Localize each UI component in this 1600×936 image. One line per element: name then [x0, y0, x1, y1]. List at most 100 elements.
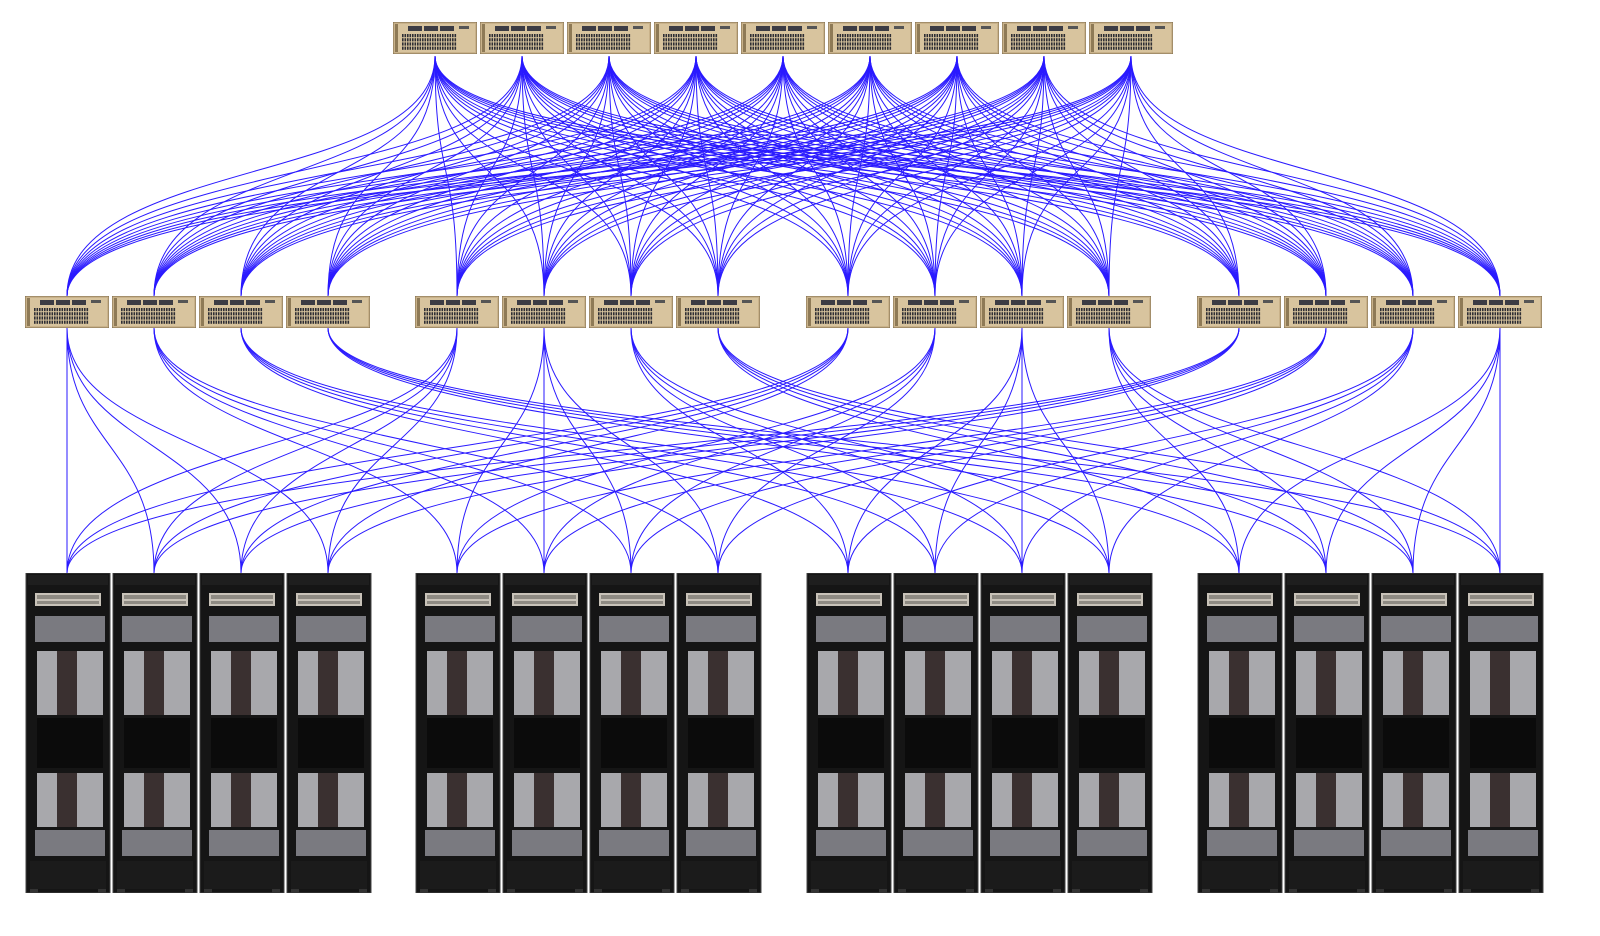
- leaf-switch[interactable]: [502, 296, 586, 328]
- leaf-rack-link: [630, 327, 1327, 574]
- leaf-switch[interactable]: [1067, 296, 1151, 328]
- leaf-rack-link: [630, 327, 936, 574]
- spine-leaf-link: [456, 55, 1132, 297]
- leaf-switch[interactable]: [1284, 296, 1368, 328]
- spine-leaf-link: [1021, 55, 1132, 297]
- leaf-rack-link: [717, 327, 1501, 574]
- spine-switch[interactable]: [915, 22, 999, 54]
- leaf-rack-link: [66, 327, 849, 574]
- leaf-switch[interactable]: [25, 296, 109, 328]
- spine-leaf-link: [1108, 55, 1132, 297]
- leaf-rack-link: [153, 327, 719, 574]
- leaf-rack-link: [66, 327, 155, 574]
- server-rack[interactable]: [286, 573, 372, 893]
- leaf-switch[interactable]: [980, 296, 1064, 328]
- spine-leaf-link: [456, 55, 523, 297]
- leaf-rack-link: [66, 327, 329, 574]
- spine-leaf-link: [782, 55, 849, 297]
- server-rack[interactable]: [112, 573, 198, 893]
- server-rack-row: [25, 573, 1544, 893]
- leaf-switch[interactable]: [806, 296, 890, 328]
- spine-switch[interactable]: [567, 22, 651, 54]
- leaf-switch[interactable]: [415, 296, 499, 328]
- leaf-switch[interactable]: [286, 296, 370, 328]
- spine-leaf-link: [66, 55, 871, 297]
- leaf-switch[interactable]: [893, 296, 977, 328]
- server-rack[interactable]: [1067, 573, 1153, 893]
- server-rack[interactable]: [502, 573, 588, 893]
- server-rack[interactable]: [25, 573, 111, 893]
- spine-leaf-link: [847, 55, 1045, 297]
- spine-leaf-link: [782, 55, 1240, 297]
- leaf-rack-link: [327, 327, 1240, 574]
- server-rack[interactable]: [589, 573, 675, 893]
- leaf-rack-link: [327, 327, 1501, 574]
- leaf-switch[interactable]: [1197, 296, 1281, 328]
- spine-leaf-link: [153, 55, 436, 297]
- leaf-switch[interactable]: [1371, 296, 1455, 328]
- spine-switch[interactable]: [741, 22, 825, 54]
- spine-leaf-link: [66, 55, 1045, 297]
- server-rack[interactable]: [1458, 573, 1544, 893]
- leaf-rack-link: [456, 327, 545, 574]
- server-rack[interactable]: [806, 573, 892, 893]
- spine-leaf-link: [1130, 55, 1501, 297]
- spine-switch[interactable]: [654, 22, 738, 54]
- server-rack[interactable]: [893, 573, 979, 893]
- spine-leaf-link: [956, 55, 1327, 297]
- leaf-rack-link: [1021, 327, 1414, 574]
- leaf-rack-link: [240, 327, 458, 574]
- spine-switch[interactable]: [1002, 22, 1086, 54]
- leaf-rack-link: [327, 327, 458, 574]
- spine-switch[interactable]: [480, 22, 564, 54]
- spine-leaf-link: [695, 55, 849, 297]
- leaf-rack-link: [717, 327, 1327, 574]
- spine-leaf-link: [1130, 55, 1327, 297]
- leaf-switch[interactable]: [199, 296, 283, 328]
- leaf-rack-link: [1238, 327, 1501, 574]
- leaf-rack-link: [153, 327, 632, 574]
- spine-leaf-link: [695, 55, 1240, 297]
- spine-leaf-link: [1043, 55, 1240, 297]
- leaf-rack-link: [240, 327, 936, 574]
- leaf-switch[interactable]: [1458, 296, 1542, 328]
- spine-leaf-link: [66, 55, 436, 297]
- leaf-switch[interactable]: [676, 296, 760, 328]
- spine-leaf-link: [456, 55, 958, 297]
- spine-switch[interactable]: [1089, 22, 1173, 54]
- leaf-rack-link: [66, 327, 1240, 574]
- spine-switch[interactable]: [393, 22, 477, 54]
- server-rack[interactable]: [1197, 573, 1283, 893]
- server-rack[interactable]: [676, 573, 762, 893]
- server-rack[interactable]: [1371, 573, 1457, 893]
- leaf-rack-link: [1108, 327, 1240, 574]
- spine-switch[interactable]: [828, 22, 912, 54]
- spine-leaf-link: [956, 55, 1240, 297]
- leaf-rack-link: [1412, 327, 1501, 574]
- leaf-rack-link: [153, 327, 1240, 574]
- leaf-switch-row: [25, 296, 1542, 328]
- spine-leaf-link: [66, 55, 697, 297]
- server-rack[interactable]: [199, 573, 285, 893]
- spine-leaf-link: [66, 55, 610, 297]
- server-rack[interactable]: [1284, 573, 1370, 893]
- spine-leaf-link: [153, 55, 1132, 297]
- leaf-switch[interactable]: [589, 296, 673, 328]
- spine-leaf-link: [1130, 55, 1414, 297]
- leaf-rack-link: [630, 327, 1110, 574]
- spine-leaf-link: [456, 55, 784, 297]
- leaf-rack-link: [630, 327, 936, 574]
- leaf-rack-link: [66, 327, 242, 574]
- spine-leaf-link: [934, 55, 1132, 297]
- spine-leaf-link: [327, 55, 697, 297]
- spine-switch-row: [393, 22, 1173, 54]
- server-rack[interactable]: [415, 573, 501, 893]
- server-rack[interactable]: [980, 573, 1066, 893]
- leaf-switch[interactable]: [112, 296, 196, 328]
- spine-leaf-links: [66, 55, 1501, 297]
- leaf-rack-link: [543, 327, 719, 574]
- leaf-rack-link: [153, 327, 458, 574]
- spine-leaf-link: [240, 55, 610, 297]
- spine-leaf-link: [456, 55, 610, 297]
